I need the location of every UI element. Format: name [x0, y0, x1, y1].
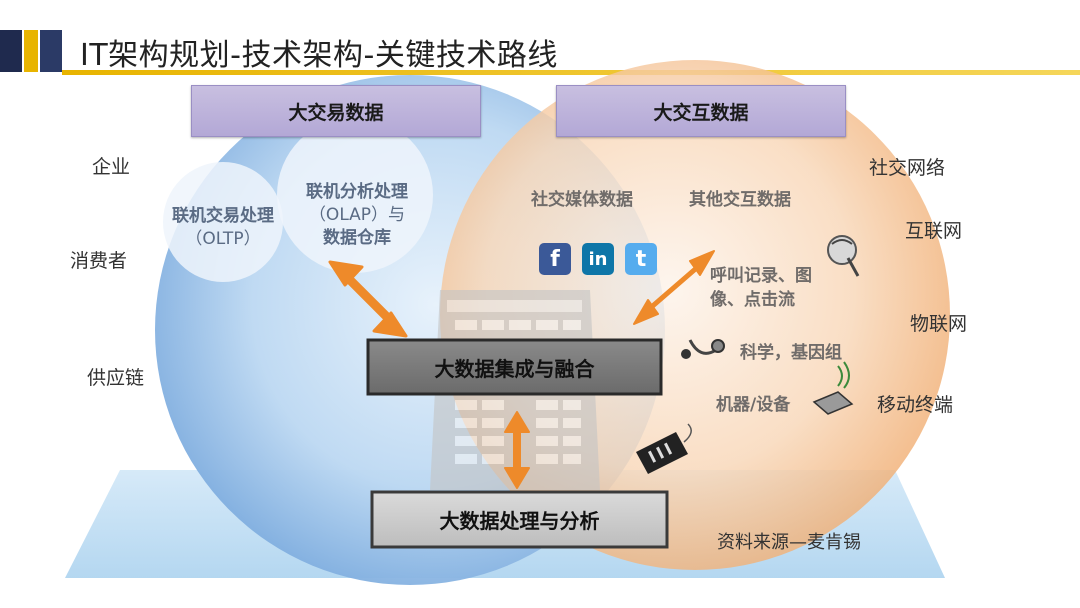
bottom-box-shape	[370, 490, 669, 549]
label-supply-chain: 供应链	[87, 367, 145, 389]
facebook-icon: f	[539, 243, 571, 275]
page-title: IT架构规划-技术架构-关键技术路线	[80, 38, 558, 73]
bottom-box-label: 大数据处理与分析	[439, 509, 600, 533]
header-interaction-data: 大交互数据	[556, 85, 846, 137]
oltp-subtitle: （OLTP）	[185, 228, 261, 249]
oltp-circle	[163, 162, 283, 282]
olap-text: 联机分析处理 （OLAP）与 数据仓库	[282, 181, 432, 250]
science-genome-text: 科学，基因组	[740, 343, 842, 363]
label-consumer: 消费者	[70, 250, 128, 272]
title-decoration	[0, 30, 1080, 75]
olap-subtitle: （OLAP）与	[308, 204, 406, 225]
call-records-line2: 像、点击流	[710, 289, 795, 310]
call-records-text: 呼叫记录、图 像、点击流	[710, 265, 812, 313]
oltp-text: 联机交易处理 （OLTP）	[153, 205, 293, 251]
label-iot: 物联网	[910, 313, 968, 335]
satellite-dish-icon	[827, 235, 860, 277]
olap-title: 联机分析处理	[306, 182, 408, 202]
other-interaction-data: 其他交互数据	[689, 190, 791, 210]
arrow-center-to-interaction	[633, 250, 715, 325]
router-icon	[812, 361, 854, 415]
header-transaction-data: 大交易数据	[191, 85, 481, 137]
label-mobile-terminal: 移动终端	[877, 394, 954, 416]
label-internet: 互联网	[905, 220, 963, 242]
arrow-center-to-bottom	[504, 411, 530, 489]
oltp-title: 联机交易处理	[172, 206, 274, 226]
olap-circle	[277, 117, 433, 273]
twitter-icon: t	[625, 243, 657, 275]
arrow-olap-to-center	[328, 260, 408, 338]
machines-devices-text: 机器/设备	[716, 395, 791, 415]
title-bar: IT架构规划-技术架构-关键技术路线	[0, 0, 1080, 80]
linkedin-icon: in	[582, 243, 614, 275]
label-enterprise: 企业	[92, 156, 131, 178]
center-box-label: 大数据集成与融合	[434, 356, 595, 381]
olap-tail: 数据仓库	[323, 227, 391, 248]
label-social-network: 社交网络	[869, 157, 946, 179]
call-records-line1: 呼叫记录、图	[710, 266, 812, 286]
center-box-shape	[366, 338, 663, 396]
tag-icon	[636, 423, 692, 474]
social-media-data: 社交媒体数据	[531, 190, 633, 210]
source-note: 资料来源—麦肯锡	[717, 532, 861, 553]
stethoscope-icon	[681, 339, 725, 359]
